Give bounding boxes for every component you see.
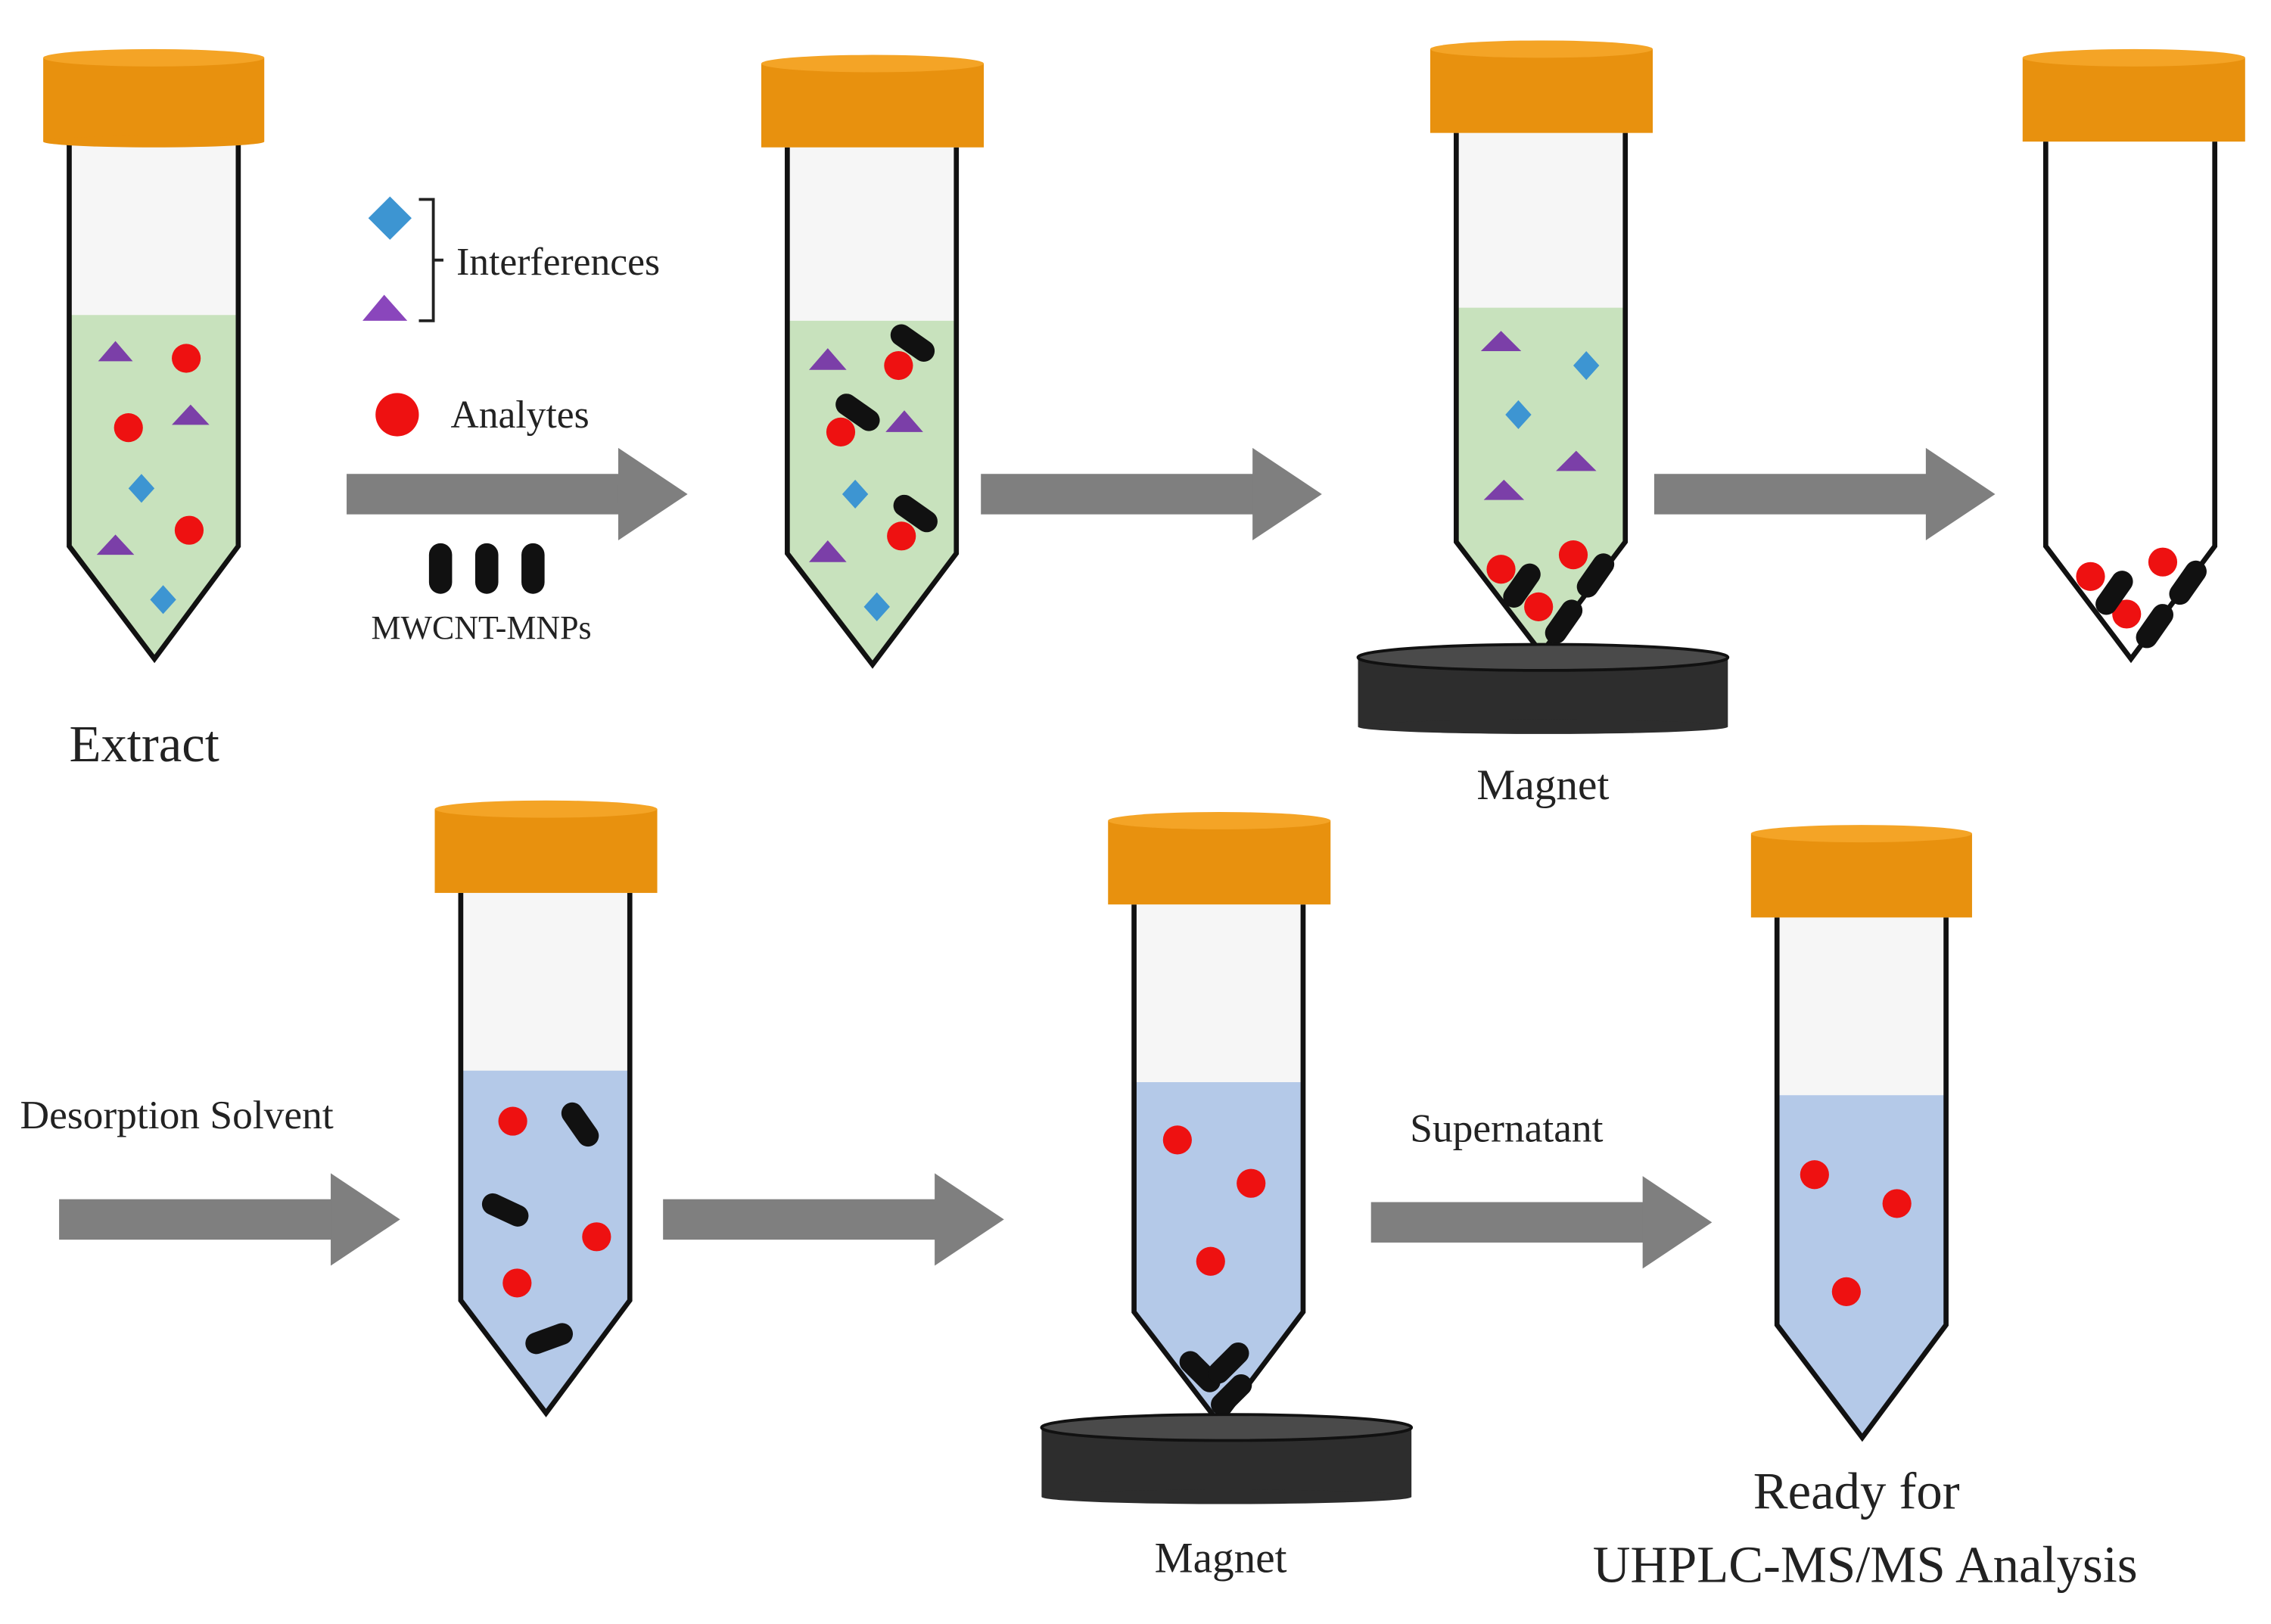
tube-on-magnet xyxy=(1429,40,1653,658)
analyte-dot xyxy=(582,1222,611,1252)
arrow-step-3 xyxy=(1653,447,1996,541)
analyte-dot xyxy=(826,417,856,446)
analyte-dot xyxy=(1524,592,1554,621)
nanoparticle-rod-icon xyxy=(474,543,499,594)
label-magnet-bottom: Magnet xyxy=(1155,1534,1287,1582)
nanoparticle-rod xyxy=(1208,1342,1249,1384)
tube-extract xyxy=(43,48,265,664)
label-magnet-top: Magnet xyxy=(1476,761,1609,809)
interference-triangle xyxy=(809,348,847,370)
analyte-dot xyxy=(114,413,143,443)
interference-triangle xyxy=(885,410,923,432)
interference-diamond xyxy=(128,474,155,503)
label-ready-line2: UHPLC-MS/MS Analysis xyxy=(1593,1536,2138,1594)
interference-diamond xyxy=(842,479,869,509)
arrow-step-2 xyxy=(981,447,1322,541)
interference-triangle xyxy=(1556,450,1597,471)
analyte-dot xyxy=(1237,1168,1266,1198)
cap xyxy=(2022,48,2245,142)
nanoparticle-rod xyxy=(835,394,880,431)
analyte-icon xyxy=(375,393,419,437)
analyte-dot xyxy=(172,344,201,373)
nanoparticle-rod xyxy=(2169,560,2207,605)
nanoparticle-rod xyxy=(1576,553,1615,598)
nanoparticle-rod xyxy=(893,494,938,533)
analyte-dot xyxy=(1831,1277,1861,1306)
interference-triangle xyxy=(96,534,135,555)
label-ready-line1: Ready for xyxy=(1753,1462,1960,1520)
interference-triangle xyxy=(809,540,847,562)
label-extract: Extract xyxy=(69,715,219,773)
interference-triangle xyxy=(98,341,133,362)
arrow-step-1 xyxy=(347,447,688,541)
cap xyxy=(1108,812,1331,905)
analyte-dot xyxy=(887,521,916,551)
tube-magnetic-separation xyxy=(1108,812,1331,1428)
nanoparticle-rod xyxy=(1211,1374,1252,1416)
nanoparticle-rod xyxy=(2136,604,2174,649)
analyte-dot xyxy=(1196,1246,1225,1276)
tube-liquid xyxy=(1777,1095,1946,1438)
cap xyxy=(761,54,985,148)
analyte-dot xyxy=(884,350,913,381)
cap xyxy=(1429,40,1653,133)
magnet-bottom xyxy=(1040,1413,1414,1504)
interference-triangle-icon xyxy=(362,294,408,321)
analyte-dot xyxy=(2076,562,2105,591)
analyte-dot xyxy=(2112,599,2142,629)
legend-brace xyxy=(418,198,443,322)
nanoparticle-rod xyxy=(481,1193,529,1227)
interference-triangle xyxy=(1480,331,1522,351)
analyte-dot xyxy=(1558,540,1588,570)
legend-interferences: Interferences xyxy=(456,241,660,284)
analyte-dot xyxy=(498,1106,527,1136)
arrow-step-5 xyxy=(663,1173,1004,1266)
label-mwcnt-mnps: MWCNT-MNPs xyxy=(372,610,592,646)
interference-triangle xyxy=(1483,479,1525,500)
label-desorption-solvent: Desorption Solvent xyxy=(20,1092,334,1137)
nanoparticle-rod xyxy=(1179,1351,1221,1392)
nanoparticle-rod xyxy=(1503,563,1541,608)
analyte-dot xyxy=(1800,1160,1829,1190)
analyte-dot xyxy=(2148,547,2178,577)
tube-final-supernatant xyxy=(1750,825,1972,1442)
legend-analytes: Analytes xyxy=(451,394,590,437)
tube-emptied xyxy=(2022,48,2245,664)
nanoparticle-rod xyxy=(1545,599,1583,644)
tube-extract-liquid xyxy=(69,315,238,659)
interference-diamond xyxy=(1505,400,1532,430)
magnet-top xyxy=(1356,642,1730,734)
interference-diamond-icon xyxy=(368,196,412,240)
analyte-dot xyxy=(174,515,204,545)
interference-triangle xyxy=(172,404,210,425)
interference-diamond xyxy=(863,592,890,621)
arrow-step-4 xyxy=(59,1173,400,1266)
nanoparticle-rod-icon xyxy=(428,543,453,594)
arrow-step-6 xyxy=(1370,1176,1713,1269)
nanoparticle-rod-icon xyxy=(521,543,545,594)
mwcnt-mnps-legend: MWCNT-MNPs xyxy=(372,543,592,646)
tube-desorption xyxy=(434,800,658,1417)
legend: Interferences Analytes xyxy=(362,196,660,437)
tube-with-mnps xyxy=(761,54,985,669)
nanoparticle-rod xyxy=(2095,571,2133,615)
nanoparticle-rod xyxy=(561,1102,599,1147)
interference-diamond xyxy=(1573,350,1600,381)
label-supernatant: Supernatant xyxy=(1410,1105,1603,1150)
interference-diamond xyxy=(150,585,176,614)
analyte-dot xyxy=(1162,1125,1192,1155)
nanoparticle-rod xyxy=(525,1323,574,1355)
cap xyxy=(434,800,658,893)
tube-liquid xyxy=(460,1070,630,1414)
analyte-dot xyxy=(502,1268,532,1298)
analyte-dot xyxy=(1882,1189,1912,1218)
tube-liquid xyxy=(787,320,957,665)
analyte-dot xyxy=(1486,555,1516,584)
cap xyxy=(43,48,265,148)
nanoparticle-rod xyxy=(890,324,935,362)
cap xyxy=(1750,825,1972,918)
